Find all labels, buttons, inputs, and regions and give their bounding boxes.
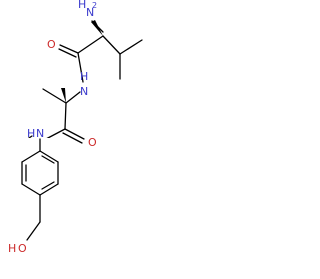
atom-amide-h1: H xyxy=(80,70,88,83)
wedge-bond-ala xyxy=(61,88,66,103)
bond-carbonyl1-double-a xyxy=(59,44,79,54)
bond-carbonyl2-double-a xyxy=(64,128,85,140)
ring-edge-f xyxy=(21,150,41,163)
atom-amide-n1: N xyxy=(80,85,88,98)
lower-structure xyxy=(0,138,60,241)
atom-oxygen-2: O xyxy=(88,136,97,149)
atom-amide-n2: N xyxy=(36,127,44,140)
molecule-structure: N H 2 O N H O N H O H xyxy=(0,0,143,255)
bond-carbonyl1-to-nh xyxy=(77,52,84,83)
ring-edge-c xyxy=(39,183,59,196)
ring-double-2 xyxy=(41,181,55,190)
atom-amide-h2: H xyxy=(27,127,35,140)
bond-ch2-to-oh xyxy=(26,221,41,241)
ring-edge-a xyxy=(39,150,59,163)
atom-hydroxyl-o: O xyxy=(18,242,27,255)
bond-carbonyl1-double-b xyxy=(58,48,77,58)
bond-carbonyl2-to-nh xyxy=(45,128,66,140)
bond-nh-to-ala-alpha xyxy=(65,91,81,104)
atom-hydroxyl-h: H xyxy=(8,242,16,255)
ring-edge-d xyxy=(21,183,41,196)
atom-amine-h: H xyxy=(78,0,86,11)
bond-carbonyl2-double-b xyxy=(62,132,83,144)
atom-labels: N H 2 O N H O N H O H xyxy=(8,0,97,255)
atom-oxygen-1: O xyxy=(47,38,56,51)
atom-amine-n: N xyxy=(86,6,94,19)
bond-alpha-to-carbonyl1 xyxy=(77,35,104,54)
bond-ala-methyl xyxy=(42,88,67,104)
bond-ch-to-methyl1 xyxy=(119,39,143,55)
wedge-bond-nh2 xyxy=(91,20,103,36)
ring-double-1 xyxy=(41,155,55,164)
atom-amine-h-count: 2 xyxy=(92,1,97,10)
bond-ala-to-carbonyl2 xyxy=(64,102,67,130)
bond-alpha-to-ch xyxy=(102,35,121,55)
